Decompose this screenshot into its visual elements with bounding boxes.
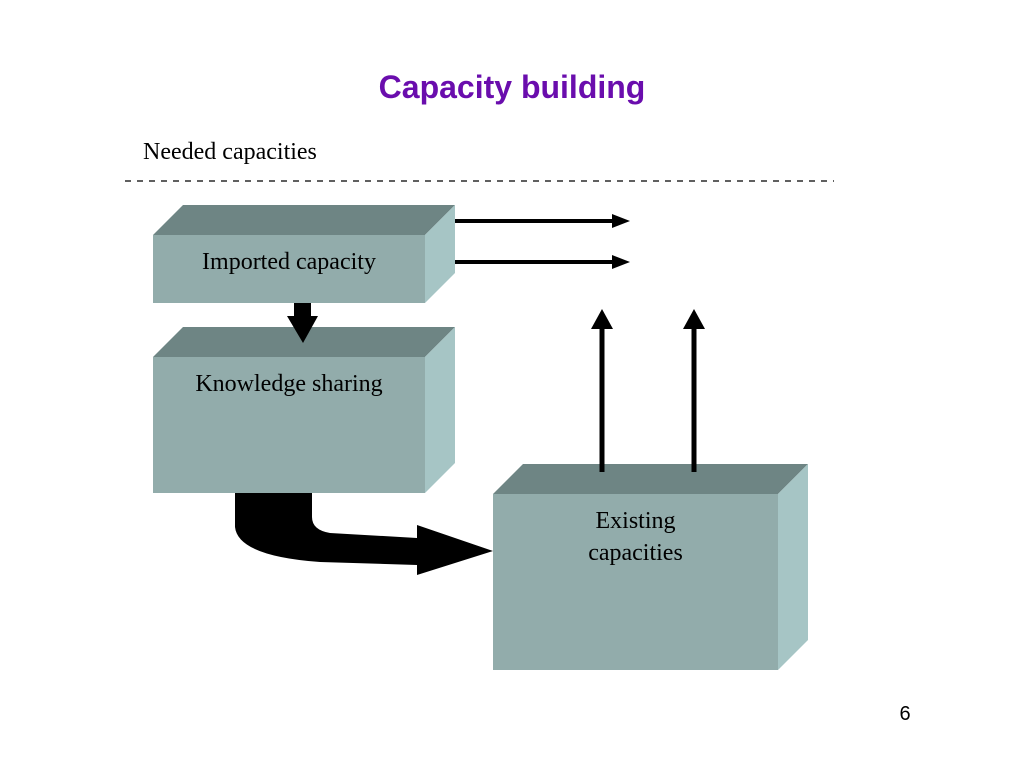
arrow-up-2: [683, 309, 705, 472]
arrow-right-2: [455, 255, 630, 269]
arrow-up-1: [591, 309, 613, 472]
existing-capacities-box: [493, 464, 808, 670]
arrow-down: [287, 303, 318, 343]
knowledge-sharing-label: Knowledge sharing: [195, 371, 383, 397]
existing-capacities-label: Existing capacities: [493, 505, 778, 569]
knowledge-box-top: [153, 327, 455, 357]
existing-label-line-2: capacities: [588, 540, 683, 566]
imported-capacity-box: [153, 205, 455, 303]
existing-box-side: [778, 464, 808, 670]
knowledge-box-front: [153, 357, 425, 493]
knowledge-box-side: [425, 327, 455, 493]
existing-box-front: [493, 494, 778, 670]
imported-box-side: [425, 205, 455, 303]
existing-box-top: [493, 464, 808, 494]
imported-box-top: [153, 205, 455, 235]
imported-capacity-label: Imported capacity: [202, 249, 376, 275]
slide-title: Capacity building: [378, 69, 646, 105]
knowledge-sharing-box: [153, 327, 455, 493]
existing-label-line-1: Existing: [595, 508, 676, 534]
imported-box-front: [153, 235, 425, 303]
needed-capacities-label: Needed capacities: [143, 139, 317, 165]
arrow-right-1: [455, 214, 630, 228]
curved-arrow: [235, 493, 493, 575]
page-number: 6: [899, 703, 911, 725]
